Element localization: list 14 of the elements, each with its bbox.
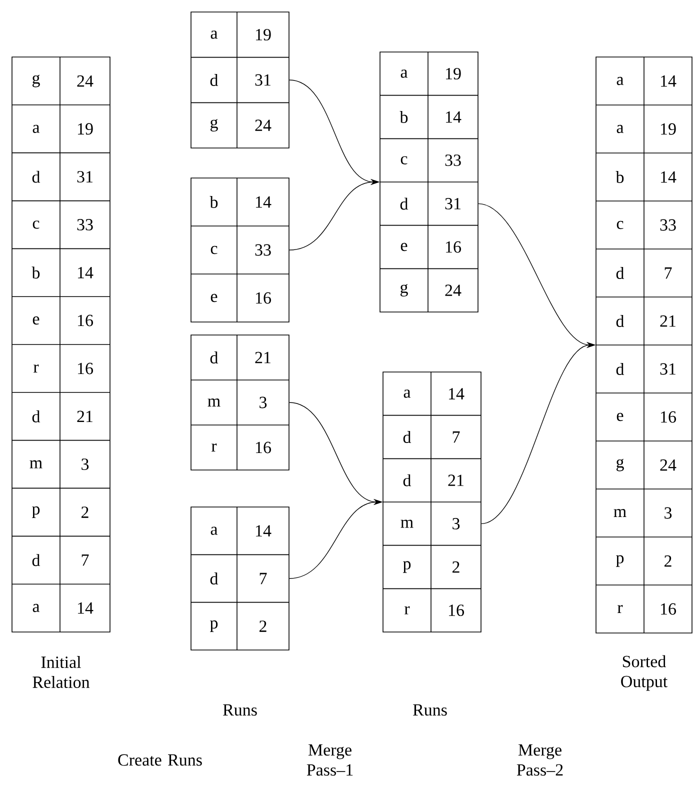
table: a 19 b 14 c 33 d 31 e 16 g 24 — [380, 52, 478, 312]
step-label: Merge Pass–1 — [306, 744, 353, 776]
table: a 14 d 7 p 2 — [190, 506, 290, 650]
table: a 14 d 7 d 21 m 3 p 2 r 16 — [382, 372, 482, 632]
step-label: Create Runs — [118, 754, 202, 766]
step-label: Merge Pass–2 — [516, 744, 563, 776]
table: a 14 a 19 b 14 c 33 d 7 d 21 d 31 e 16 g 24 m 3 p 2 r 16 — [596, 56, 692, 634]
table: g 24 a 19 d 31 c 33 b 14 e 16 r 16 d 21 m 3 p 2 d 7 a 14 — [12, 56, 110, 632]
table: a 19 d 31 g 24 — [190, 12, 290, 148]
step-label: Runs — [413, 704, 447, 716]
table-caption: Sorted Output — [621, 655, 668, 691]
step-label: Runs — [223, 704, 257, 716]
table: d 21 m 3 r 16 — [190, 334, 290, 470]
table-caption: Initial Relation — [32, 656, 90, 688]
